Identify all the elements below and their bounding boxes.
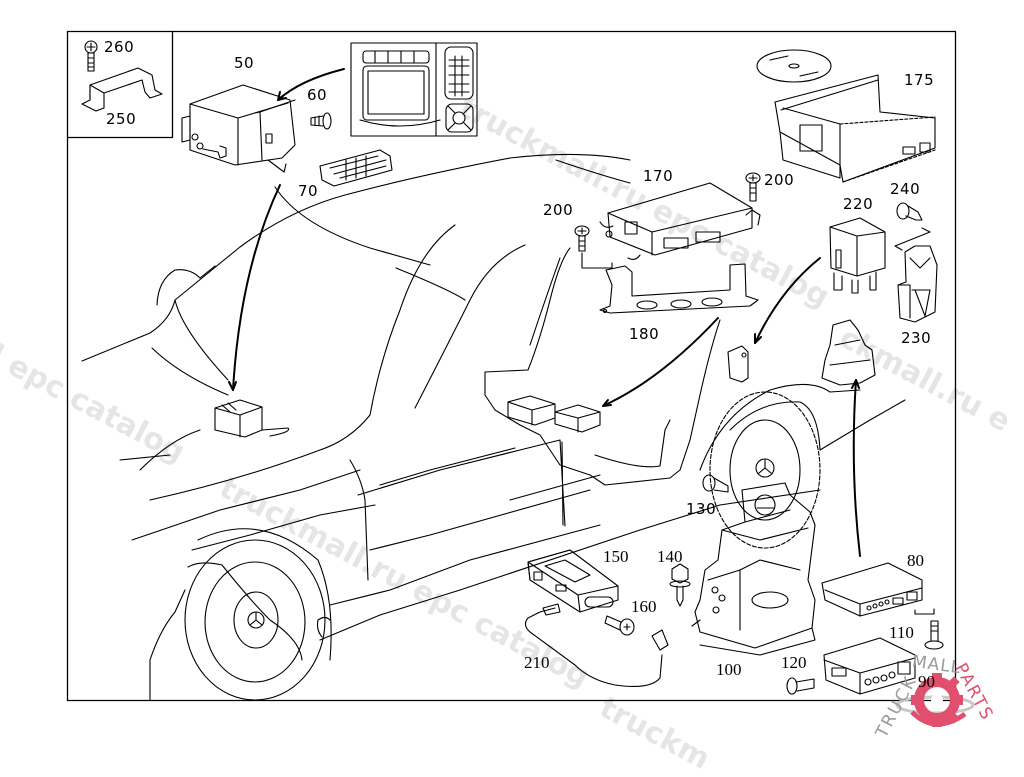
diagram-drawing	[66, 30, 975, 727]
truckmall-logo-icon	[895, 673, 975, 727]
screw-200-a-icon	[574, 225, 613, 269]
label-240: 240	[890, 180, 921, 198]
front-wheel-icon	[184, 528, 332, 701]
bracket-180-icon	[599, 263, 759, 314]
screw-200-b-icon	[745, 172, 761, 202]
display-unit-icon	[350, 42, 478, 137]
screw-60-icon	[310, 112, 332, 130]
label-170: 170	[643, 167, 674, 185]
cd-disc-icon	[756, 49, 832, 83]
label-60: 60	[307, 86, 328, 104]
label-110: 110	[889, 623, 914, 642]
label-150: 150	[603, 547, 629, 566]
diagram-frame	[66, 30, 957, 702]
label-250: 250	[106, 110, 137, 128]
label-140: 140	[657, 547, 683, 566]
module-150-icon	[527, 549, 619, 613]
screw-120-icon	[786, 677, 815, 695]
label-100: 100	[716, 660, 742, 679]
carrier-100-icon	[691, 482, 816, 656]
screw-110-icon	[924, 620, 944, 650]
screw-140-icon	[669, 563, 691, 607]
label-80: 80	[907, 551, 924, 570]
label-180: 180	[629, 325, 660, 343]
arrow-to-module	[232, 184, 281, 391]
clip-icon	[727, 345, 749, 383]
label-120: 120	[781, 653, 807, 672]
label-260: 260	[104, 38, 135, 56]
remote-70-icon	[319, 149, 393, 187]
arrow-50	[277, 68, 345, 101]
module-90-icon	[823, 637, 916, 695]
arrow-to-dash	[602, 317, 719, 407]
bracket-250-icon	[81, 67, 163, 112]
label-70: 70	[298, 182, 319, 200]
screw-240-icon	[894, 202, 931, 251]
module-80-icon	[821, 562, 935, 617]
label-50: 50	[234, 54, 255, 72]
mount-bracket-icon	[821, 319, 876, 386]
cable-210-icon	[524, 603, 669, 687]
label-200-right: 200	[764, 171, 795, 189]
screw-130-icon	[702, 474, 729, 493]
relay-220-icon	[829, 217, 886, 294]
screw-260-icon	[84, 40, 98, 72]
label-130: 130	[686, 500, 717, 518]
label-220: 220	[843, 195, 874, 213]
label-210: 210	[524, 653, 550, 672]
label-230: 230	[901, 329, 932, 347]
arrow-relay	[754, 257, 821, 344]
label-200-left: 200	[543, 201, 574, 219]
label-90: 90	[918, 672, 935, 691]
screw-160-icon	[604, 615, 635, 636]
inset-box	[66, 30, 174, 139]
label-175: 175	[904, 71, 935, 89]
control-unit-170-icon	[599, 182, 761, 261]
label-160: 160	[631, 597, 657, 616]
drive-unit-175-icon	[774, 74, 936, 183]
dash-modules-icon	[507, 395, 601, 433]
parts-diagram: l epc catalog truckmall.ru epc catalog t…	[0, 30, 1016, 777]
arrow-50-tip	[277, 91, 287, 101]
holder-230-icon	[897, 245, 938, 323]
engine-module-icon	[214, 399, 290, 438]
car-outline	[81, 153, 821, 701]
nav-unit-50-icon	[181, 84, 296, 173]
arrow-up	[852, 379, 861, 557]
